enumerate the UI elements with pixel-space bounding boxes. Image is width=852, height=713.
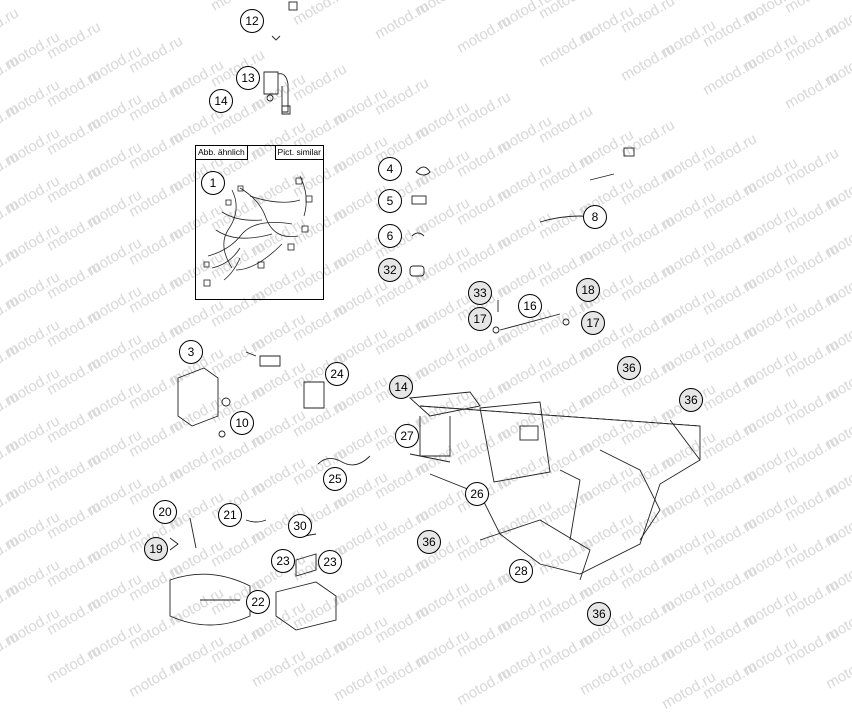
callout-25[interactable]: 25 <box>323 467 347 491</box>
inset-label-similar-en: Pict. similar <box>274 146 323 160</box>
callout-17[interactable]: 17 <box>581 311 605 335</box>
callout-26[interactable]: 26 <box>465 482 489 506</box>
callout-19[interactable]: 19 <box>144 537 168 561</box>
watermark-text: motod.ru <box>167 632 227 677</box>
callout-16[interactable]: 16 <box>518 294 542 318</box>
callout-10[interactable]: 10 <box>230 411 254 435</box>
watermark-text: motod.ru <box>372 650 432 695</box>
callout-23[interactable]: 23 <box>271 549 295 573</box>
callout-4[interactable]: 4 <box>378 157 402 181</box>
callout-17[interactable]: 17 <box>468 307 492 331</box>
callout-14[interactable]: 14 <box>209 89 233 113</box>
callout-36[interactable]: 36 <box>617 356 641 380</box>
callout-33[interactable]: 33 <box>468 281 492 305</box>
callout-36[interactable]: 36 <box>679 388 703 412</box>
watermark-text: motod.ru <box>454 664 514 709</box>
callout-28[interactable]: 28 <box>509 559 533 583</box>
watermark-text: motod.ru <box>331 660 391 705</box>
watermark-text: motod.ru <box>659 668 719 713</box>
callout-18[interactable]: 18 <box>576 278 600 302</box>
part-clips-column <box>409 166 431 277</box>
callout-6[interactable]: 6 <box>378 224 402 248</box>
watermark-text: motod.ru <box>126 656 186 701</box>
similar-picture-inset: Abb. ähnlich Pict. similar <box>195 145 324 300</box>
watermark-text: motod.ru <box>249 646 309 691</box>
part-bracket-27 <box>408 391 481 463</box>
watermark-text: motod.ru <box>700 658 760 703</box>
callout-1[interactable]: 1 <box>201 171 225 195</box>
part-wiring-harness <box>203 175 313 287</box>
part-airbox-28 <box>419 405 701 581</box>
watermark-text: motod.ru <box>741 634 801 679</box>
callout-30[interactable]: 30 <box>288 514 312 538</box>
callout-8[interactable]: 8 <box>583 205 607 229</box>
callout-21[interactable]: 21 <box>218 503 242 527</box>
callout-20[interactable]: 20 <box>153 500 177 524</box>
part-connector-top <box>263 1 298 115</box>
part-box-3 <box>177 351 281 438</box>
part-bolt-16 <box>492 300 570 334</box>
part-24 <box>303 381 325 409</box>
part-bottom-left-group <box>169 517 267 626</box>
callout-24[interactable]: 24 <box>325 362 349 386</box>
callout-23[interactable]: 23 <box>318 550 342 574</box>
watermark-text: motod.ru <box>495 640 555 685</box>
callout-36[interactable]: 36 <box>417 530 441 554</box>
watermark-text: motod.ru <box>290 636 350 681</box>
watermark-text: motod.ru <box>618 644 678 689</box>
callout-32[interactable]: 32 <box>378 258 402 282</box>
watermark-text: motod.ru <box>44 642 104 687</box>
parts-drawing <box>169 1 701 631</box>
callout-14[interactable]: 14 <box>389 375 413 399</box>
callout-3[interactable]: 3 <box>179 340 203 364</box>
callout-27[interactable]: 27 <box>395 424 419 448</box>
part-battery-26 <box>479 401 551 483</box>
part-cable-25 <box>317 455 371 466</box>
callout-22[interactable]: 22 <box>246 590 270 614</box>
callout-5[interactable]: 5 <box>378 189 402 213</box>
inset-label-similar-de: Abb. ähnlich <box>196 146 248 160</box>
watermark-text: motod.ru <box>577 654 637 699</box>
watermark-text: motod.ru <box>823 648 852 693</box>
callout-13[interactable]: 13 <box>236 66 260 90</box>
callout-12[interactable]: 12 <box>240 9 264 33</box>
callout-36[interactable]: 36 <box>587 602 611 626</box>
